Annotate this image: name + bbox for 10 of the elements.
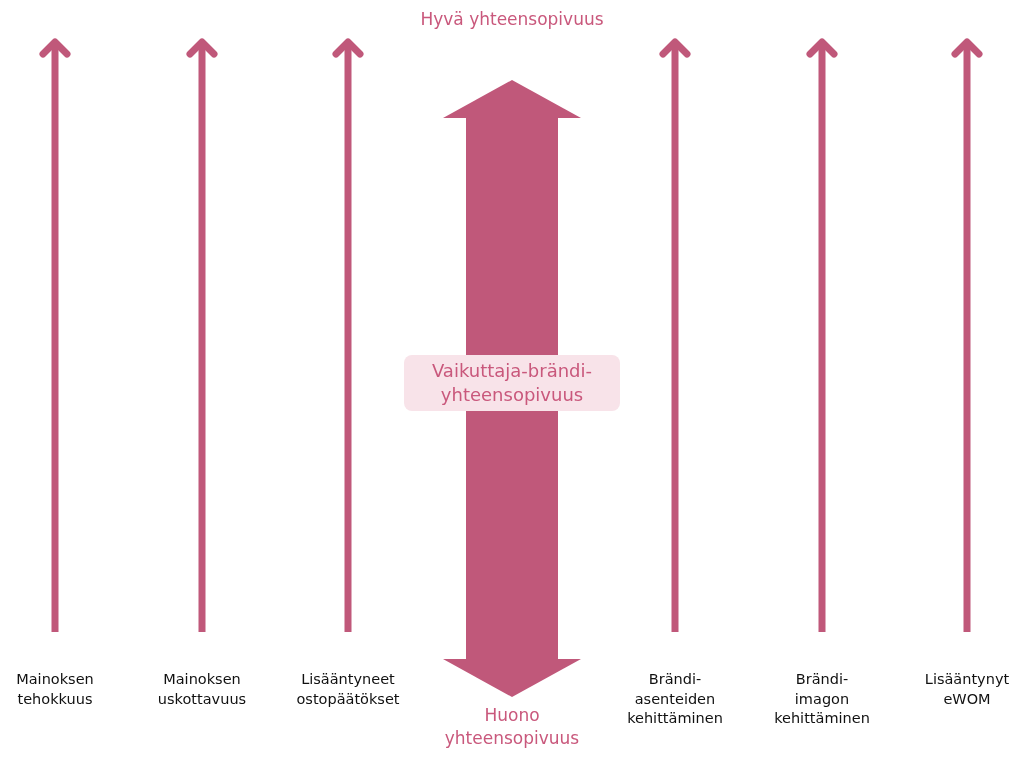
outcome-label: Mainoksen uskottavuus (142, 670, 262, 710)
edge-label: Vaikuttaja-brändi-yhteensopivuus (404, 354, 620, 412)
outcome-label: Mainoksen tehokkuus (0, 670, 110, 710)
outcome-label: Lisääntynyt eWOM (917, 670, 1017, 710)
outcome-label: Brändi-asenteiden kehittäminen (622, 670, 728, 729)
outcome-label: Brändi-imagon kehittäminen (769, 670, 875, 729)
outcome-label: Lisääntyneet ostopäätökset (283, 670, 413, 710)
scale-label: Huono yhteensopivuus (417, 704, 607, 750)
scale-label: Hyvä yhteensopivuus (417, 8, 607, 31)
double-arrow (443, 80, 581, 697)
